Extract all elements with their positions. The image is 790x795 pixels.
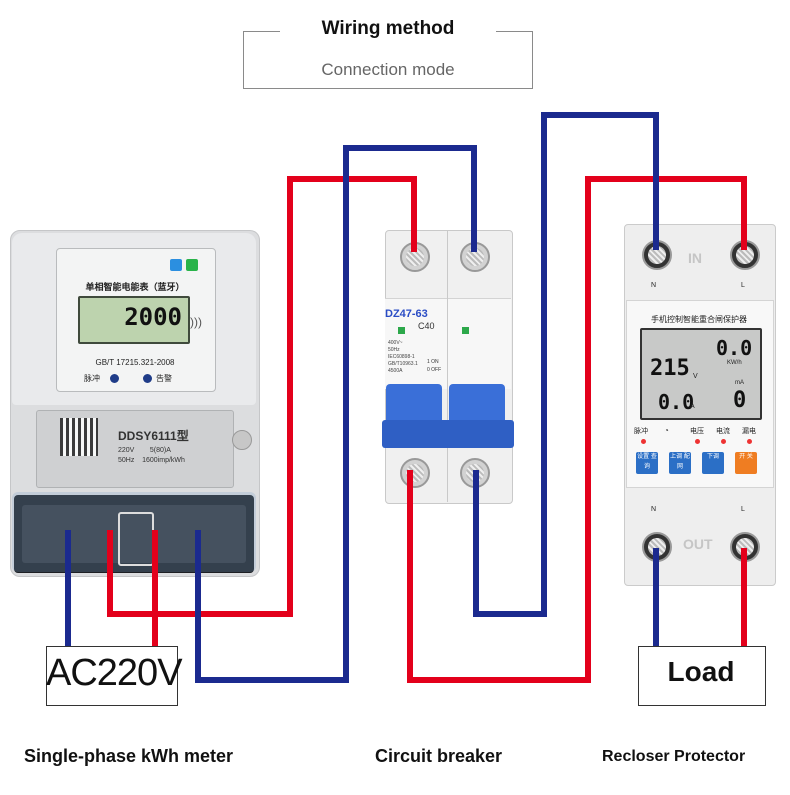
protector-current-unit: A xyxy=(690,403,695,410)
protector-status-pulse: 脉冲 xyxy=(634,428,648,435)
meter-spec: 220V 5(80)A 50Hz 1600imp/kWh xyxy=(118,446,185,466)
meter-standard: GB/T 17215.321-2008 xyxy=(95,358,175,367)
protector-in-n-label: N xyxy=(651,282,657,289)
protector-status-voltage: 电压 xyxy=(690,428,704,435)
protector-led-1 xyxy=(641,439,646,444)
breaker-status-window-2 xyxy=(462,327,469,334)
qr-code-icon xyxy=(60,418,98,456)
protector-in-label: IN xyxy=(688,250,702,266)
pulse-label: 脉冲 xyxy=(84,374,100,383)
diagram-title: Wiring method xyxy=(321,18,455,39)
breaker-bottom-terminal-2 xyxy=(460,458,490,488)
breaker-rating: C40 xyxy=(418,321,435,331)
protector-energy-unit: KW/h xyxy=(727,360,742,366)
breaker-status-window-1 xyxy=(398,327,405,334)
protector-out-n-terminal xyxy=(642,532,672,562)
bluetooth-icon xyxy=(170,259,182,271)
breaker-model: DZ47-63 xyxy=(385,308,428,320)
ac-source-label: AC220V xyxy=(46,652,183,694)
breaker-bottom-terminal-1 xyxy=(400,458,430,488)
protector-out-n-label: N xyxy=(651,506,657,513)
protector-out-l-label: L xyxy=(741,506,745,513)
pulse-led xyxy=(110,374,119,383)
protector-title: 手机控制智能重合闸保护器 xyxy=(651,315,747,324)
meter-caption: Single-phase kWh meter xyxy=(24,746,234,766)
breaker-caption: Circuit breaker xyxy=(375,746,503,766)
wechat-icon xyxy=(186,259,198,271)
protector-status-leak: 漏电 xyxy=(742,428,756,435)
protector-in-l-label: L xyxy=(741,282,745,289)
protector-in-n-terminal xyxy=(642,240,672,270)
ac-source-box xyxy=(46,646,178,706)
wireless-icon: ))) xyxy=(190,315,202,329)
breaker-spec: 400V~ 50Hz IEC60898-1 GB/T10963.1 4500A xyxy=(388,340,418,374)
breaker-on-label: 1 ON xyxy=(427,359,439,365)
meter-model: DDSY6111型 xyxy=(118,429,189,443)
protector-led-4 xyxy=(747,439,752,444)
breaker-off-label: 0 OFF xyxy=(427,367,442,373)
meter-fuse-slot xyxy=(118,512,154,566)
protector-led-2 xyxy=(695,439,700,444)
protector-down-key[interactable]: 下调 xyxy=(702,452,724,474)
meter-spec-line2: 50Hz 1600imp/kWh xyxy=(118,457,185,464)
load-label: Load xyxy=(667,656,735,687)
breaker-top-terminal-1 xyxy=(400,242,430,272)
title-frame xyxy=(243,31,533,89)
alarm-led xyxy=(143,374,152,383)
protector-voltage: 215 xyxy=(650,356,690,381)
breaker-divider xyxy=(447,230,448,502)
meter-spec-line1: 220V 5(80)A xyxy=(118,447,171,454)
protector-energy: 0.0 xyxy=(716,336,753,360)
diagram-subtitle: Connection mode xyxy=(321,60,455,79)
protector-leak: 0 xyxy=(733,388,747,413)
breaker-top-terminal-2 xyxy=(460,242,490,272)
alarm-label: 告警 xyxy=(156,374,172,383)
protector-led-3 xyxy=(721,439,726,444)
protector-up-key[interactable]: 上调 配网 xyxy=(669,452,691,474)
protector-leak-unit: mA xyxy=(735,380,744,386)
protector-current: 0.0 xyxy=(658,390,695,414)
protector-caption: Recloser Protector xyxy=(602,748,746,765)
breaker-handle-slot xyxy=(382,420,514,448)
seal-screw-icon xyxy=(232,430,252,450)
protector-out-l-terminal xyxy=(730,532,760,562)
protector-out-label: OUT xyxy=(683,536,713,552)
protector-in-l-terminal xyxy=(730,240,760,270)
protector-switch-key[interactable]: 开 关 xyxy=(735,452,757,474)
protector-set-key[interactable]: 设置 查询 xyxy=(636,452,658,474)
protector-status-current: 电流 xyxy=(716,428,730,435)
protector-voltage-unit: V xyxy=(693,373,698,380)
meter-name: 单相智能电能表（蓝牙） xyxy=(85,282,185,292)
meter-display-value: 2000 xyxy=(124,303,182,331)
wifi-icon: ◔ xyxy=(664,426,669,435)
